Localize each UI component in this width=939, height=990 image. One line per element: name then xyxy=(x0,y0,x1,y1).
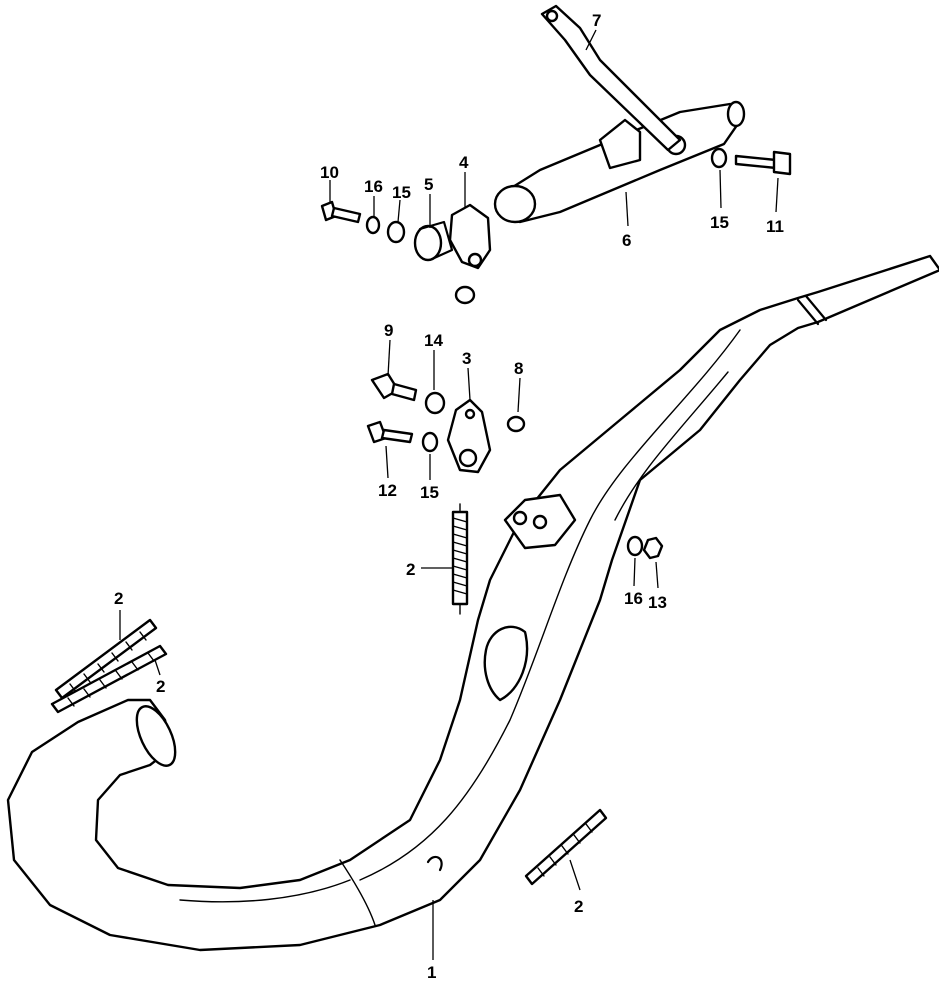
callout-13: 13 xyxy=(648,593,667,612)
washer-part-16-right xyxy=(626,535,644,557)
clamp-part-4 xyxy=(448,203,492,270)
callout-2-right: 2 xyxy=(574,897,583,916)
bolt-part-11 xyxy=(734,150,792,176)
washer-part-15-right xyxy=(710,147,728,169)
callout-labels: 1 2 2 2 2 3 4 5 6 7 8 9 10 11 12 13 14 1… xyxy=(114,11,784,982)
spring-part-2-right xyxy=(524,808,608,886)
spring-part-2-left-lower xyxy=(50,644,168,714)
callout-15-right: 15 xyxy=(710,213,729,232)
callout-16-right: 16 xyxy=(624,589,643,608)
bolt-part-12 xyxy=(366,420,414,444)
callout-4: 4 xyxy=(459,153,469,172)
stay-part-3 xyxy=(446,398,492,474)
washer-part-15-top xyxy=(386,220,406,244)
callout-9: 9 xyxy=(384,321,393,340)
washer-part-16-top xyxy=(365,215,381,235)
callout-15-top: 15 xyxy=(392,183,411,202)
leader-lines xyxy=(119,29,779,960)
callout-12: 12 xyxy=(378,481,397,500)
callout-2-left-upper: 2 xyxy=(114,589,123,608)
callout-7: 7 xyxy=(592,11,601,30)
collar-part-8 xyxy=(506,415,526,433)
callout-2-left-lower: 2 xyxy=(156,677,165,696)
spring-part-2-left-upper xyxy=(54,618,158,700)
nut-part-13 xyxy=(642,536,664,560)
washer-part-14 xyxy=(424,391,446,415)
callout-15-mid: 15 xyxy=(420,483,439,502)
callout-10: 10 xyxy=(320,163,339,182)
rubber-bush xyxy=(454,285,476,305)
callout-16-top: 16 xyxy=(364,177,383,196)
bolt-part-9 xyxy=(370,372,418,402)
silencer-part-6 xyxy=(493,100,746,224)
bolt-part-10 xyxy=(320,200,362,224)
callout-3: 3 xyxy=(462,349,471,368)
callout-1: 1 xyxy=(427,963,436,982)
muffler-stay-part-7 xyxy=(540,4,682,152)
callout-8: 8 xyxy=(514,359,523,378)
callout-2-top: 2 xyxy=(406,560,415,579)
exhaust-pipe-part-1 xyxy=(6,254,939,952)
washer-part-15-mid xyxy=(421,431,439,453)
spring-part-2-top xyxy=(451,503,469,615)
callout-5: 5 xyxy=(424,175,433,194)
sleeve-part-5 xyxy=(413,220,454,262)
callout-6: 6 xyxy=(622,231,631,250)
callout-11: 11 xyxy=(766,217,784,236)
callout-14: 14 xyxy=(424,331,443,350)
